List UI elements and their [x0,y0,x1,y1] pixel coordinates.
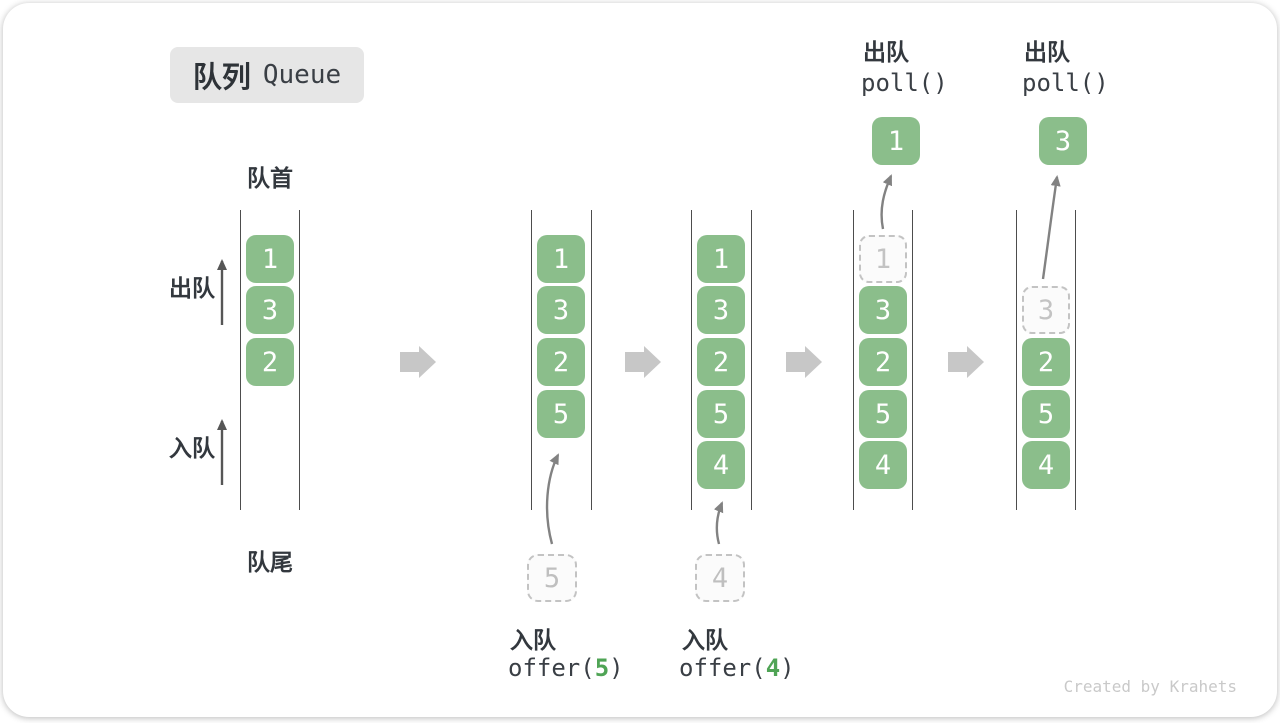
dequeue-op-code: poll() [1022,69,1109,97]
queue-item: 5 [859,390,907,438]
diagram-canvas: 队列 Queue 队首 队尾 出队 入队 1 3 2 [3,3,1277,717]
op-close: ) [780,654,795,682]
op-arg: 4 [765,654,781,682]
queue-item: 5 [697,390,745,438]
queue-front-label: 队首 [247,165,293,191]
queue-item: 1 [537,235,585,283]
queue-item: 2 [697,338,745,386]
dequeue-op-label: 出队 [1024,39,1070,65]
queue-item: 4 [859,441,907,489]
enqueue-op-label: 入队 [510,627,556,653]
queue-item-ghost: 1 [859,235,907,283]
queue-item: 5 [1022,390,1070,438]
queue-item: 4 [697,441,745,489]
queue-item: 2 [1022,338,1070,386]
enqueue-op-code: offer(5) [508,654,624,682]
queue-item: 2 [537,338,585,386]
title-zh: 队列 [192,62,251,94]
queue-item: 3 [859,286,907,334]
dequeue-op-label: 出队 [863,39,909,65]
queue-state-1: 1 3 2 [240,210,300,510]
queue-rear-label: 队尾 [247,549,293,575]
op-fn: offer( [679,654,766,682]
incoming-item: 5 [527,554,577,602]
queue-item: 4 [1022,441,1070,489]
flow-arrow-icon [948,346,984,378]
flow-arrow-icon [625,346,661,378]
queue-state-2: 1 3 2 5 [531,210,592,510]
enqueue-side-label: 入队 [169,435,215,461]
queue-item: 5 [537,390,585,438]
enqueue-op-label: 入队 [682,627,728,653]
credit-text: Created by Krahets [1063,677,1237,696]
enqueue-op-code: offer(4) [679,654,795,682]
flow-arrow-icon [786,346,822,378]
op-arg: 5 [594,654,610,682]
queue-item: 3 [697,286,745,334]
queue-item: 3 [537,286,585,334]
queue-item: 1 [697,235,745,283]
queue-state-5: 3 2 5 4 [1016,210,1076,510]
polled-item: 1 [872,117,920,165]
queue-item-ghost: 3 [1022,286,1070,334]
queue-item: 3 [246,286,294,334]
queue-state-3: 1 3 2 5 4 [691,210,752,510]
queue-state-4: 1 3 2 5 4 [853,210,913,510]
flow-arrow-icon [400,346,436,378]
arrows-overlay [217,174,1061,545]
dequeue-side-label: 出队 [169,275,215,301]
title-en: Queue [262,60,342,90]
op-fn: offer( [508,654,595,682]
queue-item: 2 [246,338,294,386]
queue-item: 1 [246,235,294,283]
incoming-item: 4 [695,554,745,602]
title-badge: 队列 Queue [170,47,364,103]
polled-item: 3 [1039,117,1087,165]
queue-item: 2 [859,338,907,386]
dequeue-op-code: poll() [861,69,948,97]
op-close: ) [609,654,624,682]
